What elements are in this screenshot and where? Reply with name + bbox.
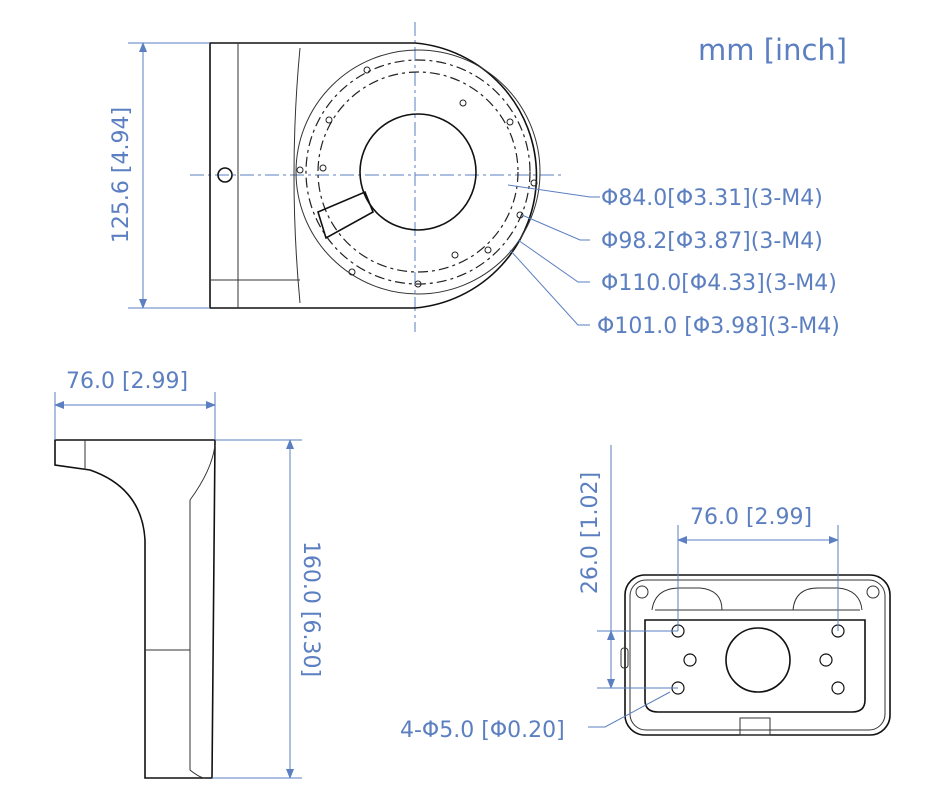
hole-callout-110: Φ110.0[Φ4.33](3-M4) xyxy=(601,271,837,296)
screw-hole-icon xyxy=(217,167,233,183)
front-hole-callout: 4-Φ5.0 [Φ0.20] xyxy=(400,718,565,743)
top-height-dimension: 125.6 [4.94] xyxy=(109,107,134,243)
unit-label: mm [inch] xyxy=(698,33,847,67)
hole-callout-98: Φ98.2[Φ3.87](3-M4) xyxy=(601,229,823,254)
hole-callout-101: Φ101.0 [Φ3.98](3-M4) xyxy=(597,314,840,339)
side-width-dimension: 76.0 [2.99] xyxy=(66,369,188,394)
front-hole-spacing-dimension: 76.0 [2.99] xyxy=(690,505,812,530)
front-vertical-dimension: 26.0 [1.02] xyxy=(578,472,603,594)
front-view xyxy=(588,445,891,736)
side-height-dimension: 160.0 [6.30] xyxy=(298,541,323,677)
top-view xyxy=(128,22,600,332)
hole-callout-84: Φ84.0[Φ3.31](3-M4) xyxy=(601,186,823,211)
side-view xyxy=(54,392,302,779)
